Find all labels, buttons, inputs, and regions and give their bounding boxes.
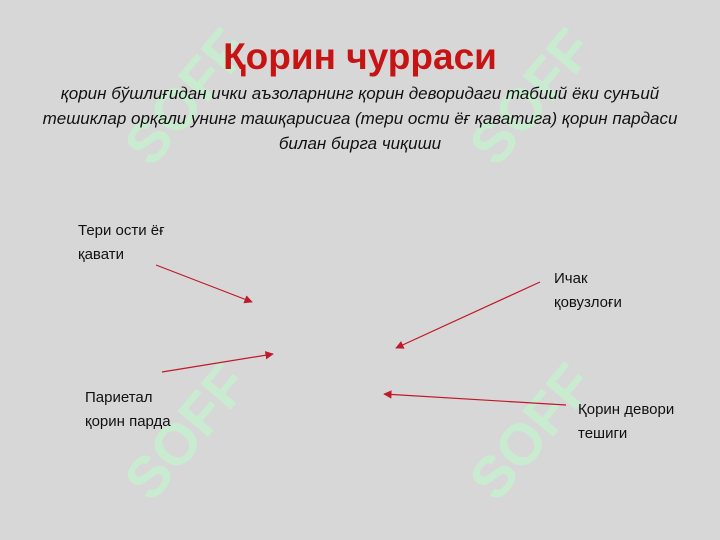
label-intestine-loop: Ичак қовузлоғи: [554, 270, 622, 311]
slide-title: Қорин чурраси: [223, 36, 497, 77]
arrow-skin-fat-layer: [155, 264, 253, 304]
label-abdominal-wall-opening: Қорин девори тешиги: [578, 401, 675, 442]
watermark-logo: SOFF: [95, 340, 285, 530]
slide-subtitle: қорин бўшлиғидан ички аъзоларнинг қорин …: [42, 84, 678, 153]
watermark-logo: SOFF: [440, 5, 630, 195]
arrow-intestine-loop: [395, 281, 541, 349]
label-skin-fat-layer: Тери ости ёғ қавати: [78, 222, 165, 263]
watermark-logo: SOFF: [440, 340, 630, 530]
label-parietal-peritoneum: Париетал қорин парда: [85, 389, 171, 430]
watermark-logo: SOFF: [95, 5, 285, 195]
